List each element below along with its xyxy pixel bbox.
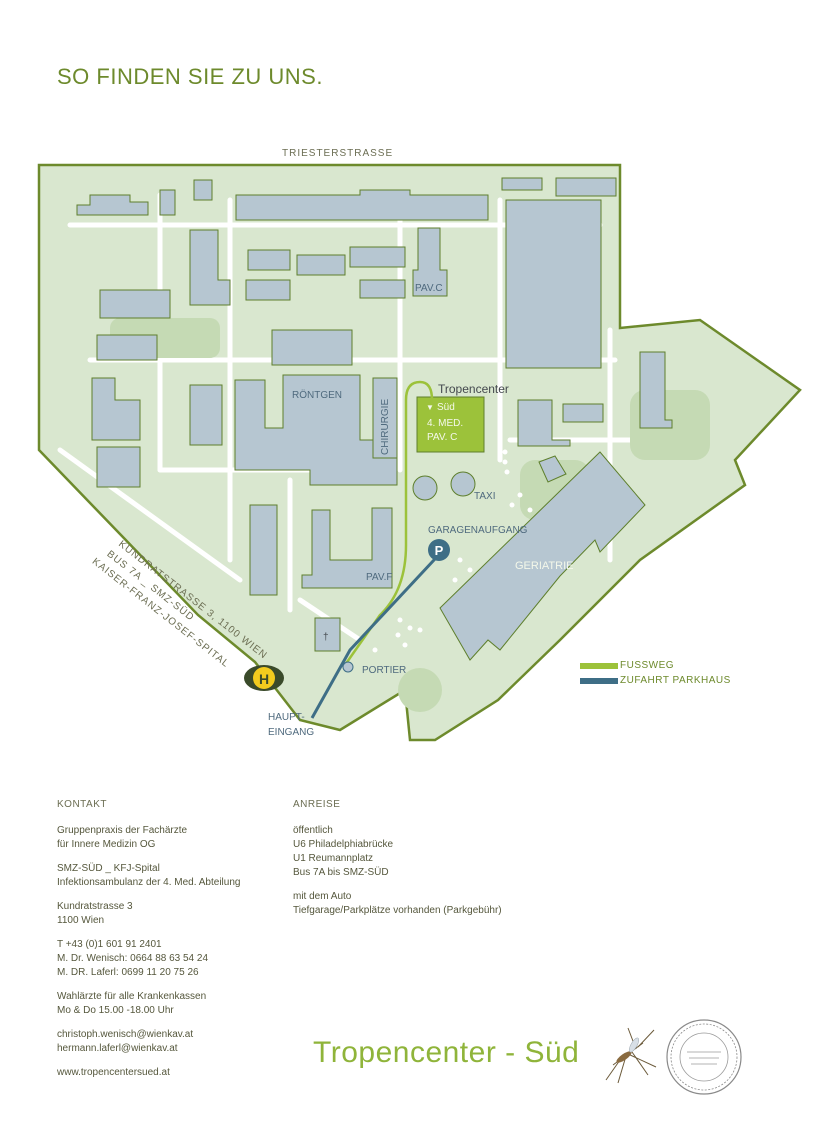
building-h [271,329,353,366]
pin-icon: ▼ [426,403,434,412]
page-title: SO FINDEN SIE ZU UNS. [57,64,323,89]
hours-line-1: Wahlärzte für alle Krankenkassen [57,991,207,1002]
building-p [538,455,567,483]
legend-driveway: ZUFAHRT PARKHAUS [580,675,731,686]
building-g [359,279,406,299]
building-f [349,246,406,268]
arrival-heading: ANREISE [293,799,341,810]
contact-heading: KONTAKT [57,799,107,810]
building-4-med-pav-c [416,396,485,453]
portier-icon [342,661,354,673]
building-o [639,351,673,429]
street-top-label: TRIESTERSTRASSE [282,148,393,159]
parking-icon: P [428,539,450,561]
building-pav-c-top [412,227,448,297]
label-eingang: EINGANG [268,727,314,738]
bus-stop-label: H [259,671,269,687]
buildings [76,177,673,661]
label-chirurgie: CHIRURGIE [380,399,391,455]
chapel-icon: † [323,632,329,643]
public-line-3: U1 Reumannplatz [293,853,374,864]
label-tropencenter: Tropencenter [438,382,509,396]
arrival-section: ANREISE öffentlich U6 Philadelphiabrücke… [293,798,593,928]
label-taxi: TAXI [474,491,495,502]
building-chirurgie [372,377,398,459]
building-a [189,229,231,306]
email-link-2[interactable]: hermann.laferl@wienkav.at [57,1043,178,1054]
campus-map: TRIESTERSTRASSE KUNDRATSTRASSE 3, 1100 W… [37,148,802,742]
building-top-r2 [555,177,617,197]
public-line-2: U6 Philadelphiabrücke [293,839,394,850]
parking-label: P [435,543,444,558]
legend-driveway-label: ZUFAHRT PARKHAUS [620,675,731,686]
car-line-2: Tiefgarage/Parkplätze vorhanden (Parkgeb… [293,905,502,916]
legend-footpath: FUSSWEG [580,660,674,671]
building-big-block [505,199,602,369]
building-roentgen [234,374,398,486]
building-c [247,249,291,271]
building-i [96,334,158,361]
public-line-4: Bus 7A bis SMZ-SÜD [293,867,389,878]
building-j [91,377,141,441]
building-top-3 [193,179,213,201]
building-n [562,403,604,423]
label-roentgen: RÖNTGEN [292,389,342,401]
hours-line-2: Mo & Do 15.00 -18.00 Uhr [57,1005,174,1016]
tree-dots [372,449,533,653]
building-geriatrie [439,451,646,661]
phone-line-2: M. Dr. Wenisch: 0664 88 63 54 24 [57,953,209,964]
building-top-2 [159,189,176,216]
mosquito-icon [605,1027,657,1084]
legend-footpath-label: FUSSWEG [620,660,675,671]
brand-name: Tropencenter - Süd [313,1036,580,1069]
phone-line-3: M. DR. Laferl: 0699 11 20 75 26 [57,967,199,978]
label-portier: PORTIER [362,665,406,676]
address-line-1: Kundratstrasse 3 [57,901,133,912]
footpath-route [343,380,434,666]
address-line-2: 1100 Wien [57,915,105,926]
car-line-1: mit dem Auto [293,891,352,902]
building-b [99,289,171,319]
hospital-line-1: SMZ-SÜD _ KFJ-Spital [57,863,160,874]
building-round-2 [450,471,476,497]
phone-line-1: T +43 (0)1 601 91 2401 [57,939,162,950]
building-q [249,504,278,596]
label-garagenaufgang: GARAGENAUFGANG [428,525,528,536]
practice-line-2: für Innere Medizin OG [57,839,156,850]
driveway-swatch [580,677,618,684]
building-d [245,279,291,301]
seal-icon [666,1019,742,1095]
website-link[interactable]: www.tropencentersued.at [57,1067,170,1078]
label-pav-c-top: PAV.C [415,283,443,294]
public-line-1: öffentlich [293,825,333,836]
building-top-long [235,189,489,221]
bus-stop-icon: H [244,665,284,691]
building-pav-f [301,507,393,589]
building-top-r1 [501,177,543,191]
contact-section: KONTAKT Gruppenpraxis der Fachärzte für … [57,798,287,1090]
building-chapel [314,617,341,652]
building-round-1 [412,475,438,501]
building-k [189,384,223,446]
label-pav-c: PAV. C [427,432,457,443]
building-e [296,254,346,276]
building-m [517,399,571,447]
label-haupt: HAUPT- [268,712,305,723]
label-geriatrie: GERIATRIE [515,560,573,572]
label-pav-f: PAV.F [366,572,393,583]
driveway-route [310,543,450,719]
building-top-1 [76,194,149,216]
label-4-med: 4. MED. [427,418,463,429]
footpath-swatch [580,662,618,669]
practice-line-1: Gruppenpraxis der Fachärzte [57,825,188,836]
label-sued: Süd [437,402,455,413]
building-l [96,446,141,488]
email-link-1[interactable]: christoph.wenisch@wienkav.at [57,1029,194,1040]
hospital-line-2: Infektionsambulanz der 4. Med. Abteilung [57,877,241,888]
